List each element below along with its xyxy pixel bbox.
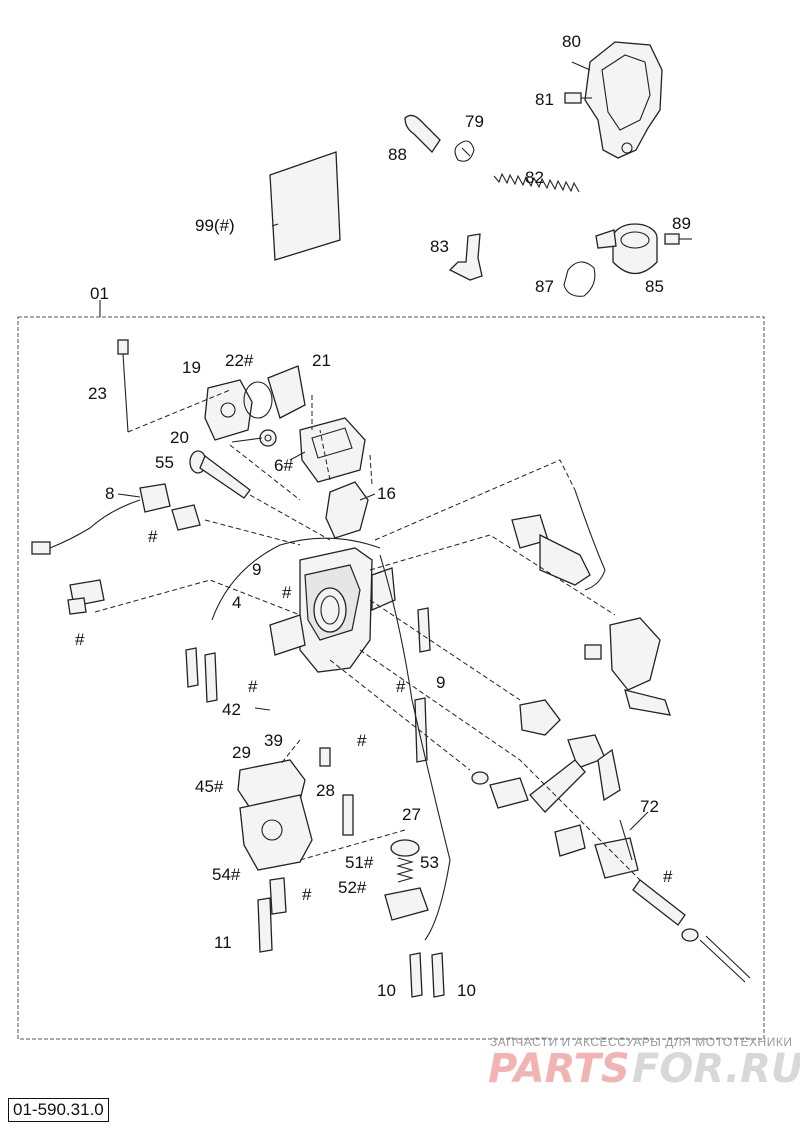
callout-10b: 10 — [457, 981, 476, 1000]
watermark-brand-part1: PARTS — [488, 1046, 630, 1092]
callout-10a: 10 — [377, 981, 396, 1000]
callout-20: 20 — [170, 428, 189, 447]
watermark-brand-part2: FOR.RU — [632, 1046, 800, 1092]
part-79-clamp — [454, 140, 475, 162]
assembly-guide-lines — [94, 389, 641, 881]
callout-hash-right: # — [663, 867, 673, 886]
assembly-01-frame — [17, 316, 765, 1040]
callout-79: 79 — [465, 112, 484, 131]
callout-9b-hash: # — [396, 677, 406, 696]
callout-39: 39 — [264, 731, 283, 750]
part-connector-left — [67, 579, 105, 615]
callout-19: 19 — [182, 358, 201, 377]
part-23-screw — [117, 339, 129, 433]
part-10-tubes — [409, 952, 445, 998]
part-11-drain-tube — [257, 877, 287, 953]
callout-99: 99(#) — [195, 216, 235, 235]
part-20-seal — [259, 429, 277, 447]
callout-9a: 9 — [252, 560, 261, 579]
watermark-tagline: ЗАПЧАСТИ И АКСЕССУАРЫ ДЛЯ МОТОТЕХНИКИ — [490, 1035, 792, 1049]
part-83-bracket — [448, 233, 483, 281]
callout-8-hash: # — [148, 527, 158, 546]
callout-6: 6# — [274, 456, 293, 475]
callout-9a-hash: # — [282, 583, 292, 602]
callout-23: 23 — [88, 384, 107, 403]
part-80-cover — [584, 41, 663, 159]
throttle-cable — [379, 554, 451, 941]
callout-52: 52# — [338, 878, 367, 897]
callout-8: 8 — [105, 484, 114, 503]
callout-28: 28 — [316, 781, 335, 800]
callout-hash-mid2: # — [357, 731, 367, 750]
callout-72: 72 — [640, 797, 659, 816]
callout-53: 53 — [420, 853, 439, 872]
callout-11: 11 — [214, 933, 232, 952]
callout-88: 88 — [388, 145, 407, 164]
callout-45: 45# — [195, 777, 224, 796]
callout-21: 21 — [312, 351, 331, 370]
callout-9b: 9 — [436, 673, 445, 692]
part-99-instruction-sheet — [269, 151, 341, 261]
part-16-slide — [325, 481, 369, 539]
float-bowl — [237, 759, 313, 871]
watermark: ЗАПЧАСТИ И АКСЕССУАРЫ ДЛЯ МОТОТЕХНИКИ PA… — [488, 1035, 800, 1092]
callout-group-01: 01 — [90, 284, 109, 303]
part-89-bolt — [664, 233, 692, 245]
callout-labels: 01 80 81 79 88 82 99(#) 83 89 87 85 19 2… — [75, 32, 691, 1000]
vent-tubes-left — [185, 607, 431, 763]
part-27-pump — [384, 839, 429, 921]
part-8-sensor — [31, 483, 201, 555]
callout-89: 89 — [672, 214, 691, 233]
callout-hash-mid1: # — [248, 677, 258, 696]
callout-82: 82 — [525, 168, 544, 187]
callout-4: 4 — [232, 593, 241, 612]
callout-51: 51# — [345, 853, 374, 872]
callout-81: 81 — [535, 90, 554, 109]
throttle-linkage-right — [471, 489, 751, 983]
part-81-bolt — [564, 92, 592, 104]
callout-83: 83 — [430, 237, 449, 256]
callout-hash-low: # — [302, 885, 312, 904]
callout-leaders — [117, 61, 649, 831]
part-87-o-ring — [563, 261, 596, 297]
part-85-intake-flange — [595, 223, 658, 275]
part-6-top-cover — [299, 417, 366, 483]
callout-27: 27 — [402, 805, 421, 824]
callout-42: 42 — [222, 700, 241, 719]
carburetor-body — [269, 547, 396, 673]
part-28-jet — [319, 747, 354, 836]
part-82-spring — [493, 172, 580, 193]
callout-29: 29 — [232, 743, 251, 762]
callout-85: 85 — [645, 277, 664, 296]
callout-55: 55 — [155, 453, 174, 472]
part-55-screw — [189, 450, 251, 499]
callout-hash-left: # — [75, 630, 85, 649]
part-21-plate — [267, 365, 306, 419]
part-88-hose — [404, 114, 441, 154]
callout-22: 22# — [225, 351, 254, 370]
callout-80: 80 — [562, 32, 581, 51]
part-19-housing — [204, 379, 253, 441]
callout-87: 87 — [535, 277, 554, 296]
part-22-gasket — [243, 381, 273, 419]
callout-16: 16 — [377, 484, 396, 503]
callout-54: 54# — [212, 865, 241, 884]
document-code: 01-590.31.0 — [8, 1098, 109, 1122]
